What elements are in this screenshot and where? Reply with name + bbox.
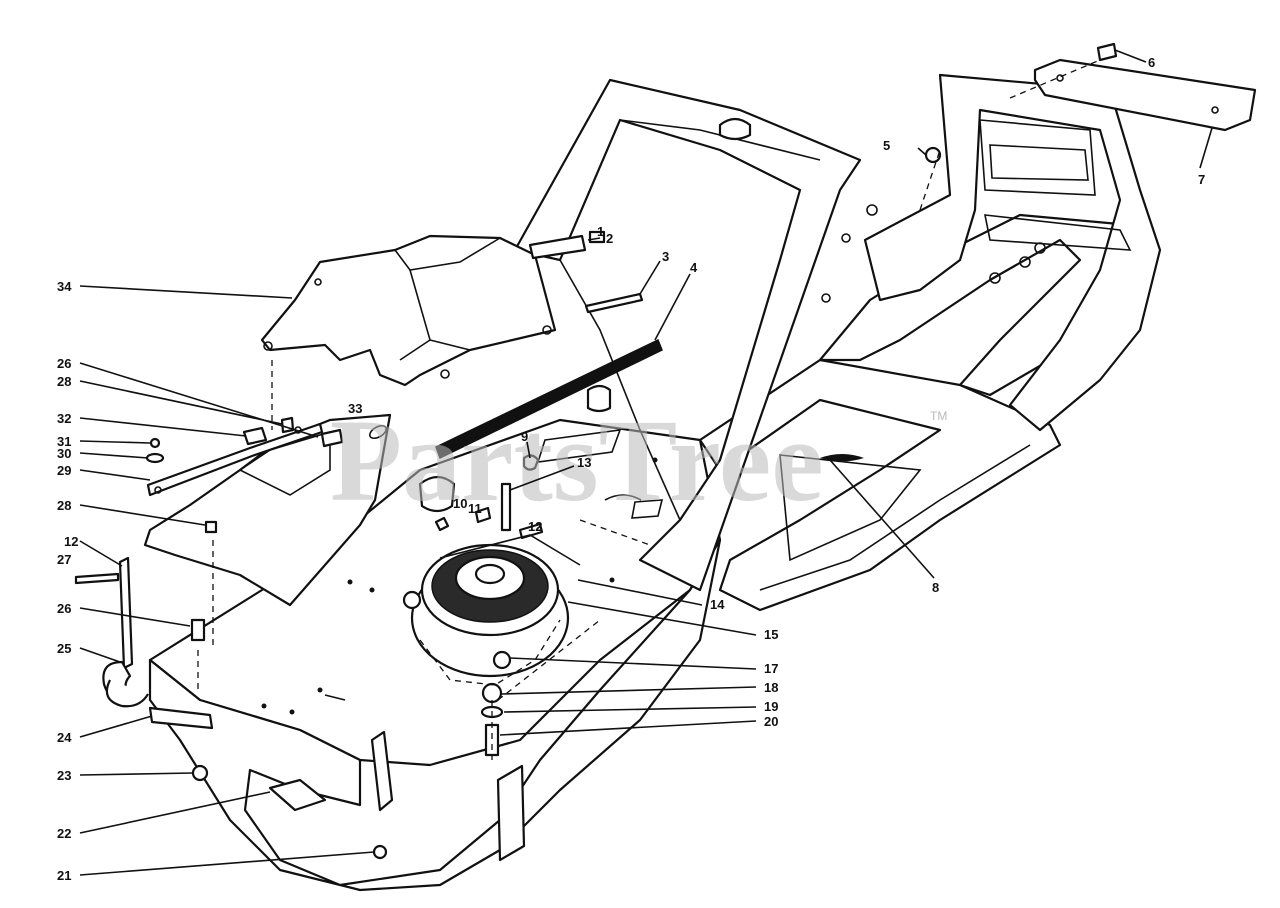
callout-15: 15 xyxy=(764,627,778,642)
callout-12-rod: 12 xyxy=(64,534,78,549)
small-hardware xyxy=(74,42,1257,862)
callout-3: 3 xyxy=(662,249,669,264)
callout-12-clip: 12 xyxy=(528,519,542,534)
callout-26-upper: 26 xyxy=(57,356,71,371)
callout-7: 7 xyxy=(1198,172,1205,187)
callout-26-lower: 26 xyxy=(57,601,71,616)
part-33-shield xyxy=(143,413,392,607)
callout-6: 6 xyxy=(1148,55,1155,70)
callout-17: 17 xyxy=(764,661,778,676)
callout-2: 2 xyxy=(606,231,613,246)
callout-labels: 1 2 3 4 5 6 7 8 9 10 11 12 12 13 14 15 1… xyxy=(57,55,1205,883)
watermark-text: PartsTree xyxy=(330,395,824,526)
callout-28-upper: 28 xyxy=(57,374,71,389)
callout-1: 1 xyxy=(597,224,604,239)
leader-lines xyxy=(79,49,1213,876)
callout-14: 14 xyxy=(710,597,725,612)
callout-25: 25 xyxy=(57,641,71,656)
callout-10: 10 xyxy=(453,496,467,511)
callout-21: 21 xyxy=(57,868,71,883)
callout-23: 23 xyxy=(57,768,71,783)
callout-22: 22 xyxy=(57,826,71,841)
callout-24: 24 xyxy=(57,730,72,745)
callout-9: 9 xyxy=(521,429,528,444)
callout-27: 27 xyxy=(57,552,71,567)
callout-28-lower: 28 xyxy=(57,498,71,513)
callout-29: 29 xyxy=(57,463,71,478)
watermark: PartsTree TM xyxy=(330,395,947,526)
callout-33: 33 xyxy=(348,401,362,416)
callout-8: 8 xyxy=(932,580,939,595)
watermark-trademark: TM xyxy=(930,409,947,423)
callout-18: 18 xyxy=(764,680,778,695)
part-34-cover xyxy=(260,234,557,387)
part-29-bracket xyxy=(146,422,324,497)
callout-11: 11 xyxy=(468,501,482,516)
callout-20: 20 xyxy=(764,714,778,729)
callout-4: 4 xyxy=(690,260,698,275)
callout-31: 31 xyxy=(57,434,71,449)
callout-34: 34 xyxy=(57,279,72,294)
callout-13: 13 xyxy=(577,455,591,470)
callout-30: 30 xyxy=(57,446,71,461)
part-4-foam-strip xyxy=(435,338,663,460)
assembly-lines xyxy=(197,59,1101,760)
part-15-pulley xyxy=(402,534,581,686)
callout-5: 5 xyxy=(883,138,890,153)
callout-32: 32 xyxy=(57,411,71,426)
callout-19: 19 xyxy=(764,699,778,714)
